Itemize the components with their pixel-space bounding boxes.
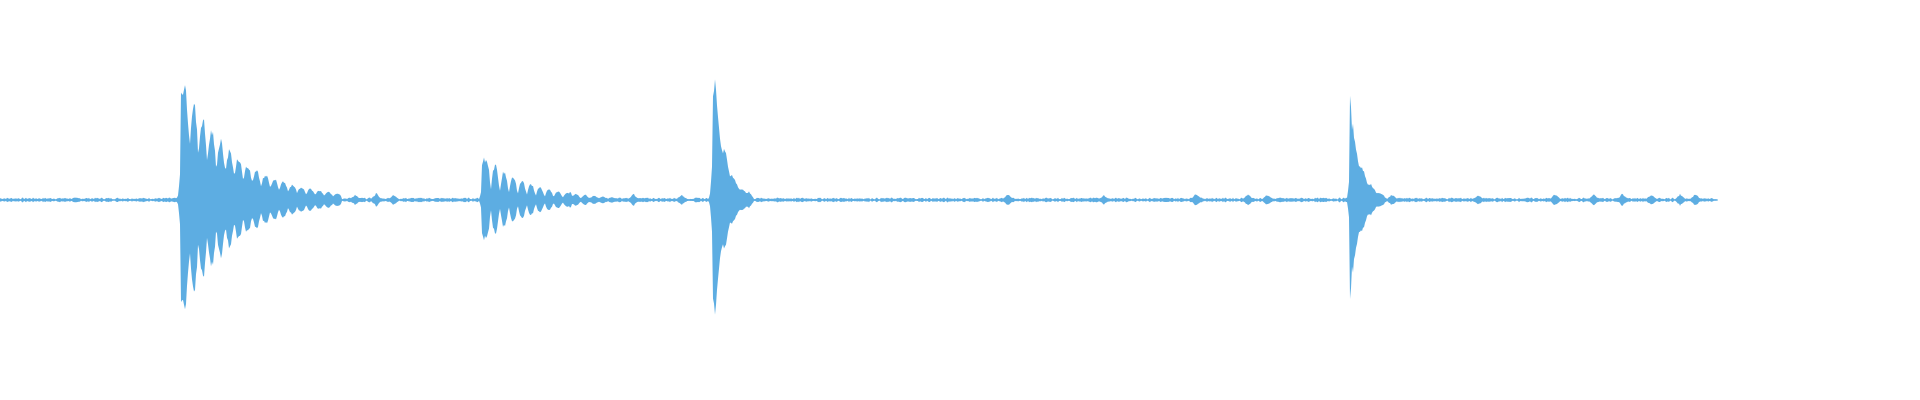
waveform-envelope <box>0 79 1717 315</box>
